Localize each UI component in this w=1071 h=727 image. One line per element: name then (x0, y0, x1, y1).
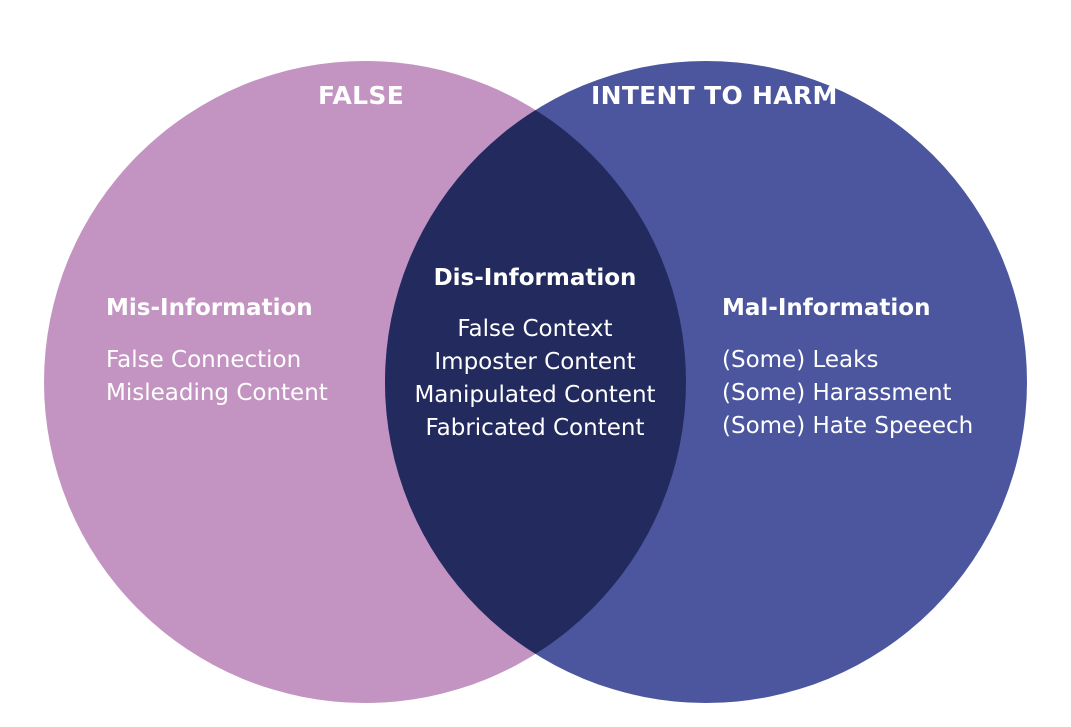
list-item: False Context (457, 316, 613, 342)
list-item: (Some) Harassment (722, 380, 952, 406)
list-item: (Some) Leaks (722, 347, 879, 373)
list-item: Misleading Content (106, 380, 328, 406)
list-item: Imposter Content (434, 349, 636, 375)
list-item: Manipulated Content (414, 382, 656, 408)
list-item: Fabricated Content (425, 415, 645, 441)
list-item: (Some) Hate Speeech (722, 413, 974, 439)
mal-information-title: Mal-Information (722, 295, 931, 321)
list-item: False Connection (106, 347, 302, 373)
dis-information-overlap (385, 61, 686, 703)
dis-information-list: False Context Imposter Content Manipulat… (385, 313, 685, 445)
intent-to-harm-set-title: INTENT TO HARM (591, 81, 838, 110)
mis-information-list: False Connection Misleading Content (106, 344, 328, 410)
false-set-title: FALSE (318, 81, 405, 110)
mis-information-title: Mis-Information (106, 295, 313, 321)
dis-information-title: Dis-Information (433, 265, 637, 291)
mal-information-list: (Some) Leaks (Some) Harassment (Some) Ha… (722, 344, 973, 443)
